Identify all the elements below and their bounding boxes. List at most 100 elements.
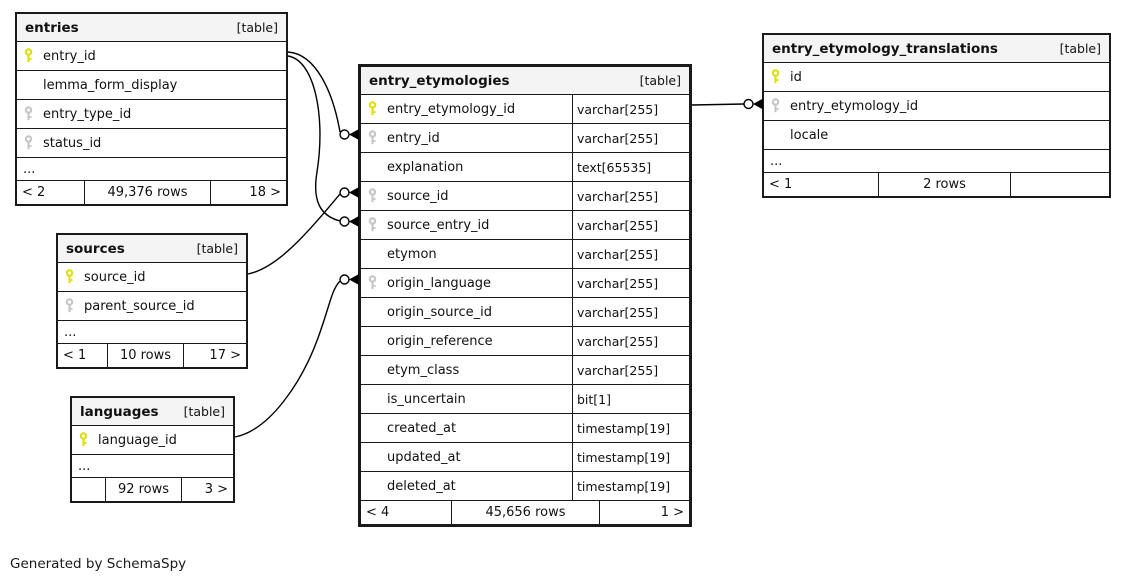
column-name: updated_at xyxy=(387,449,461,465)
foreign-key-icon xyxy=(367,130,378,146)
table-sources-footer: < 1 10 rows 17 > xyxy=(58,343,246,367)
column-name: entry_id xyxy=(43,48,96,64)
relationship-languages-to-origin_language xyxy=(234,274,359,438)
no-key-spacer xyxy=(367,391,378,407)
no-key-spacer xyxy=(367,304,378,320)
pager-prev xyxy=(72,478,105,501)
column-name: entry_id xyxy=(387,130,440,146)
column-name: etym_class xyxy=(387,362,460,378)
primary-key-icon xyxy=(78,432,89,448)
column-name: created_at xyxy=(387,420,457,436)
ellipsis-text: ... xyxy=(64,324,77,340)
column-type: bit[1] xyxy=(572,385,689,413)
column-row-entry_etymology_id: entry_etymology_id varchar[255] xyxy=(361,94,689,123)
no-key-spacer xyxy=(367,362,378,378)
table-badge: [table] xyxy=(1059,41,1101,56)
generator-note: Generated by SchemaSpy xyxy=(10,556,187,572)
pager-prev[interactable]: < 1 xyxy=(63,348,87,363)
ellipsis-row: ... xyxy=(58,320,246,343)
pager-prev[interactable]: < 2 xyxy=(22,185,46,200)
no-key-spacer xyxy=(367,333,378,349)
column-type: varchar[255] xyxy=(572,211,689,239)
column-name: id xyxy=(790,69,802,85)
column-row-status_id: status_id xyxy=(17,128,286,157)
column-name: origin_reference xyxy=(387,333,493,349)
column-type: timestamp[19] xyxy=(572,414,689,442)
table-name: sources xyxy=(66,240,125,257)
pager-prev[interactable]: < 1 xyxy=(769,177,793,192)
column-row-entry_etymology_id: entry_etymology_id xyxy=(764,91,1109,120)
primary-key-icon xyxy=(23,48,34,64)
table-entry_etymology_translations-footer: < 1 2 rows xyxy=(764,172,1109,196)
table-entry_etymologies: entry_etymologies [table] entry_etymolog… xyxy=(358,64,692,527)
relationship-entry_etymologies-to-translations xyxy=(691,98,763,110)
column-row-entry_id: entry_id xyxy=(17,41,286,70)
table-name: entry_etymologies xyxy=(369,72,510,89)
table-badge: [table] xyxy=(236,20,278,35)
foreign-key-icon xyxy=(770,98,781,114)
table-languages-header[interactable]: languages [table] xyxy=(72,398,233,425)
table-entries-header[interactable]: entries [table] xyxy=(17,14,286,41)
ellipsis-row: ... xyxy=(72,454,233,477)
ellipsis-text: ... xyxy=(23,161,36,177)
column-row-etym_class: etym_class varchar[255] xyxy=(361,355,689,384)
column-name: source_entry_id xyxy=(387,217,490,233)
table-name: languages xyxy=(80,403,159,420)
table-languages-footer: 92 rows 3 > xyxy=(72,477,233,501)
no-key-spacer xyxy=(23,77,34,93)
foreign-key-icon xyxy=(23,135,34,151)
ellipsis-text: ... xyxy=(78,458,91,474)
column-row-origin_reference: origin_reference varchar[255] xyxy=(361,326,689,355)
column-name: etymon xyxy=(387,246,437,262)
pager-next[interactable]: 3 > xyxy=(181,478,233,501)
foreign-key-icon xyxy=(367,275,378,291)
table-badge: [table] xyxy=(196,241,238,256)
no-key-spacer xyxy=(367,246,378,262)
foreign-key-icon xyxy=(23,106,34,122)
table-badge: [table] xyxy=(639,73,681,88)
table-entry_etymology_translations: entry_etymology_translations [table] id … xyxy=(762,33,1111,198)
table-entry_etymologies-header[interactable]: entry_etymologies [table] xyxy=(361,67,689,94)
column-row-source_id: source_id varchar[255] xyxy=(361,181,689,210)
column-name: source_id xyxy=(387,188,449,204)
table-entry_etymology_translations-header[interactable]: entry_etymology_translations [table] xyxy=(764,35,1109,62)
column-type: varchar[255] xyxy=(572,269,689,297)
primary-key-icon xyxy=(64,269,75,285)
pager-next[interactable]: 1 > xyxy=(599,501,689,524)
table-sources-header[interactable]: sources [table] xyxy=(58,235,246,262)
column-row-deleted_at: deleted_at timestamp[19] xyxy=(361,471,689,500)
pager-prev[interactable]: < 4 xyxy=(366,505,390,520)
column-name: language_id xyxy=(98,432,177,448)
column-row-updated_at: updated_at timestamp[19] xyxy=(361,442,689,471)
table-languages: languages [table] language_id ... 92 row… xyxy=(70,396,235,503)
pager-next[interactable]: 18 > xyxy=(210,181,286,204)
table-name: entries xyxy=(25,19,79,36)
row-count: 92 rows xyxy=(105,478,181,501)
ellipsis-row: ... xyxy=(764,149,1109,172)
pager-next[interactable]: 17 > xyxy=(183,344,246,367)
column-name: origin_language xyxy=(387,275,492,291)
column-row-etymon: etymon varchar[255] xyxy=(361,239,689,268)
column-type: varchar[255] xyxy=(572,95,689,123)
table-sources: sources [table] source_id parent_source_… xyxy=(56,233,248,369)
column-name: locale xyxy=(790,127,829,143)
foreign-key-icon xyxy=(64,298,75,314)
column-type: varchar[255] xyxy=(572,327,689,355)
no-key-spacer xyxy=(367,449,378,465)
column-name: status_id xyxy=(43,135,102,151)
column-row-source_id: source_id xyxy=(58,262,246,291)
column-row-created_at: created_at timestamp[19] xyxy=(361,413,689,442)
column-type: timestamp[19] xyxy=(572,472,689,500)
column-row-origin_source_id: origin_source_id varchar[255] xyxy=(361,297,689,326)
no-key-spacer xyxy=(367,159,378,175)
column-name: is_uncertain xyxy=(387,391,466,407)
column-row-parent_source_id: parent_source_id xyxy=(58,291,246,320)
table-name: entry_etymology_translations xyxy=(772,40,998,57)
column-name: deleted_at xyxy=(387,478,456,494)
column-name: parent_source_id xyxy=(84,298,195,314)
table-entries: entries [table] entry_id lemma_form_disp… xyxy=(15,12,288,206)
column-name: explanation xyxy=(387,159,464,175)
column-type: timestamp[19] xyxy=(572,443,689,471)
column-row-id: id xyxy=(764,62,1109,91)
